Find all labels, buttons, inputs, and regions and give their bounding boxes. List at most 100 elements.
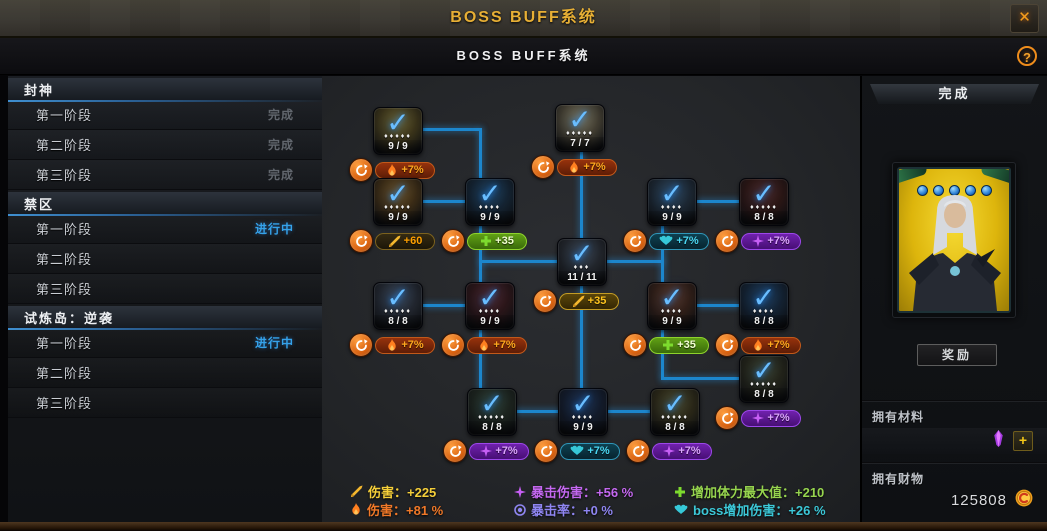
sidebar-item[interactable]: 第一阶段进行中 (8, 214, 322, 244)
skill-node[interactable]: ✓♦♦♦♦8 / 8+7% (715, 282, 801, 357)
sidebar-item-status: 完成 (267, 108, 294, 122)
right-panel: 完成 奖励 拥有材料 + 拥有财物 125808 (860, 76, 1047, 522)
node-buff-row: +7% (623, 229, 711, 253)
reset-icon[interactable] (533, 289, 557, 313)
sidebar-item-label: 第三阶段 (36, 168, 93, 183)
reset-icon[interactable] (441, 333, 465, 357)
buff-value: +7% (767, 412, 790, 424)
star-pips: ♦♦♦♦♦ (750, 381, 778, 388)
skill-node[interactable]: ✓♦♦♦♦9 / 9+35 (441, 178, 527, 253)
reset-icon[interactable] (715, 406, 739, 430)
character-card (897, 167, 1011, 313)
buff-value: +7% (767, 339, 790, 351)
reset-icon[interactable] (349, 333, 373, 357)
node-buff-row: +7% (715, 406, 803, 430)
sidebar-item-label: 第一阶段 (36, 336, 93, 351)
skill-node[interactable]: ✓♦♦♦♦9 / 9 +35 (623, 282, 709, 357)
node-buff-row: +7% (715, 229, 803, 253)
node-count: 9 / 9 (559, 421, 607, 435)
sidebar-item[interactable]: 第三阶段完成 (8, 160, 322, 190)
tree-connector-line (479, 129, 482, 412)
crit-damage-icon (663, 445, 676, 457)
skill-node[interactable]: ✓♦♦♦♦♦8 / 8+7% (443, 388, 529, 463)
page-title: BOSS BUFF系统 (456, 48, 591, 63)
reset-icon[interactable] (534, 439, 558, 463)
stat-text: 伤害：+225 (368, 485, 437, 500)
wealth-row: 125808 (862, 488, 1047, 512)
node-buff-row: +7% (534, 439, 622, 463)
sidebar-section-title: 封神 (24, 82, 55, 98)
add-material-button[interactable]: + (1013, 431, 1033, 451)
divider (862, 462, 1047, 464)
sidebar-item[interactable]: 第一阶段 完成 (8, 100, 322, 130)
buff-pill: +35 (649, 336, 709, 354)
skill-node[interactable]: ✓♦♦♦♦♦9 / 9+60 (349, 178, 435, 253)
sidebar-item-status: 进行中 (254, 336, 294, 350)
materials-row[interactable]: + (862, 428, 1047, 454)
help-icon[interactable]: ? (1017, 46, 1037, 66)
skill-node[interactable]: ✓♦♦♦♦9 / 9 +7% (623, 178, 709, 253)
check-icon: ✓ (478, 282, 502, 313)
sidebar-item-status: 完成 (267, 138, 294, 152)
reset-icon[interactable] (349, 229, 373, 253)
reset-icon[interactable] (531, 155, 555, 179)
skill-node[interactable]: ✓♦♦♦♦♦8 / 8+7% (626, 388, 712, 463)
skill-node[interactable]: ✓♦♦♦♦9 / 9+7% (441, 282, 527, 357)
reset-icon[interactable] (441, 229, 465, 253)
skill-node-icon: ✓♦♦♦♦♦8 / 8 (650, 388, 700, 436)
wealth-label: 拥有财物 (872, 472, 925, 486)
skill-node[interactable]: ✓♦♦♦♦9 / 9+7% (534, 388, 620, 463)
skill-node[interactable]: ✓♦♦♦♦♦8 / 8+7% (715, 178, 801, 253)
skill-node-icon: ✓♦♦♦♦9 / 9 (647, 178, 697, 226)
skill-node[interactable]: ✓♦♦♦♦♦7 / 7+7% (531, 104, 617, 179)
check-icon: ✓ (570, 238, 594, 269)
buff-pill: +7% (741, 232, 801, 250)
sidebar-item-label: 第一阶段 (36, 108, 93, 123)
reset-icon[interactable] (623, 229, 647, 253)
reset-icon[interactable] (715, 229, 739, 253)
reward-button[interactable]: 奖励 (917, 344, 997, 366)
reset-icon[interactable] (349, 158, 373, 182)
reset-icon[interactable] (626, 439, 650, 463)
sidebar-item[interactable]: 第二阶段 完成 (8, 130, 322, 160)
reset-icon[interactable] (715, 333, 739, 357)
star-pips: ♦♦♦♦♦ (384, 133, 412, 140)
node-buff-row: +7% (349, 333, 437, 357)
sidebar-item-label: 第二阶段 (36, 138, 93, 153)
sub-header-bar: BOSS BUFF系统 ? (0, 38, 1047, 75)
skill-node[interactable]: ✓♦♦♦♦♦9 / 9 +7% (349, 107, 435, 182)
node-buff-row: +35 (441, 229, 529, 253)
gold-coin-icon (1015, 489, 1033, 512)
reset-icon[interactable] (443, 439, 467, 463)
check-icon: ✓ (660, 282, 684, 313)
sidebar-item[interactable]: 第二阶段 (8, 358, 322, 388)
sidebar-item-status: 进行中 (254, 222, 294, 236)
skill-node-icon: ✓♦♦♦♦♦9 / 9 (373, 107, 423, 155)
boss-damage-icon (659, 235, 673, 247)
stamina-icon (480, 235, 492, 247)
tree-connector-line (697, 304, 741, 307)
check-icon: ✓ (663, 388, 687, 419)
reset-icon[interactable] (623, 333, 647, 357)
stat-text: 暴击伤害：+56 % (531, 485, 634, 500)
skill-node-icon: ✓♦♦♦♦9 / 9 (647, 282, 697, 330)
stat-item: 增加体力最大值：+210 (674, 482, 824, 501)
skill-node[interactable]: ✓♦♦♦♦♦8 / 8+7% (349, 282, 435, 357)
boss-damage-icon (674, 504, 688, 516)
check-icon: ✓ (478, 178, 502, 209)
buff-value: +7% (676, 235, 699, 247)
boss-damage-icon (570, 445, 584, 457)
buff-value: +35 (587, 295, 607, 307)
skill-node[interactable]: ✓♦♦♦11 / 11+35 (533, 238, 619, 313)
sidebar-item[interactable]: 第二阶段 (8, 244, 322, 274)
close-button[interactable]: ✕ (1010, 4, 1039, 33)
buff-value: +7% (401, 164, 424, 176)
crit-damage-icon (752, 235, 765, 247)
skill-node[interactable]: ✓♦♦♦♦♦8 / 8+7% (715, 355, 801, 430)
sidebar-item-label: 第二阶段 (36, 252, 93, 267)
sidebar-item[interactable]: 第一阶段 进行中 (8, 328, 322, 358)
sidebar-item[interactable]: 第三阶段 (8, 388, 322, 418)
sidebar-item[interactable]: 第三阶段 (8, 274, 322, 304)
